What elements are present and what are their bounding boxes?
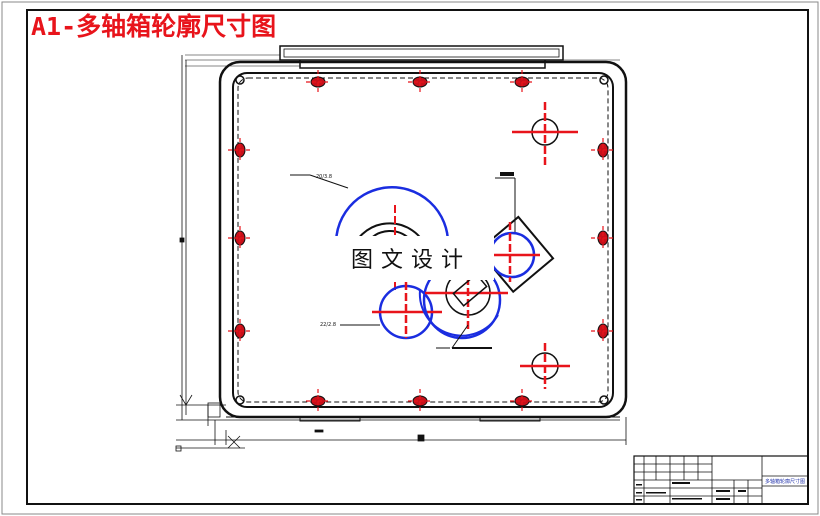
drawing-title: A1-多轴箱轮廓尺寸图: [31, 12, 277, 41]
dimension-lines: [175, 55, 627, 452]
spindle-hole-upper: [512, 102, 578, 165]
leader-label-lower: 22/2.8: [320, 322, 336, 328]
watermark-text: 图文设计: [328, 236, 494, 280]
gear-circle-left: [340, 282, 442, 340]
title-block: [633, 455, 809, 505]
top-cover-plate: [185, 45, 620, 69]
title-block-name: 多轴箱轮廓尺寸图: [765, 479, 806, 485]
inner-frame: [26, 9, 809, 505]
corner-bolts: [235, 75, 609, 405]
perimeter-bolts: [228, 70, 615, 413]
leader-label-upper: 20/3.8: [316, 174, 332, 180]
spindle-hole-lower: [520, 343, 570, 389]
